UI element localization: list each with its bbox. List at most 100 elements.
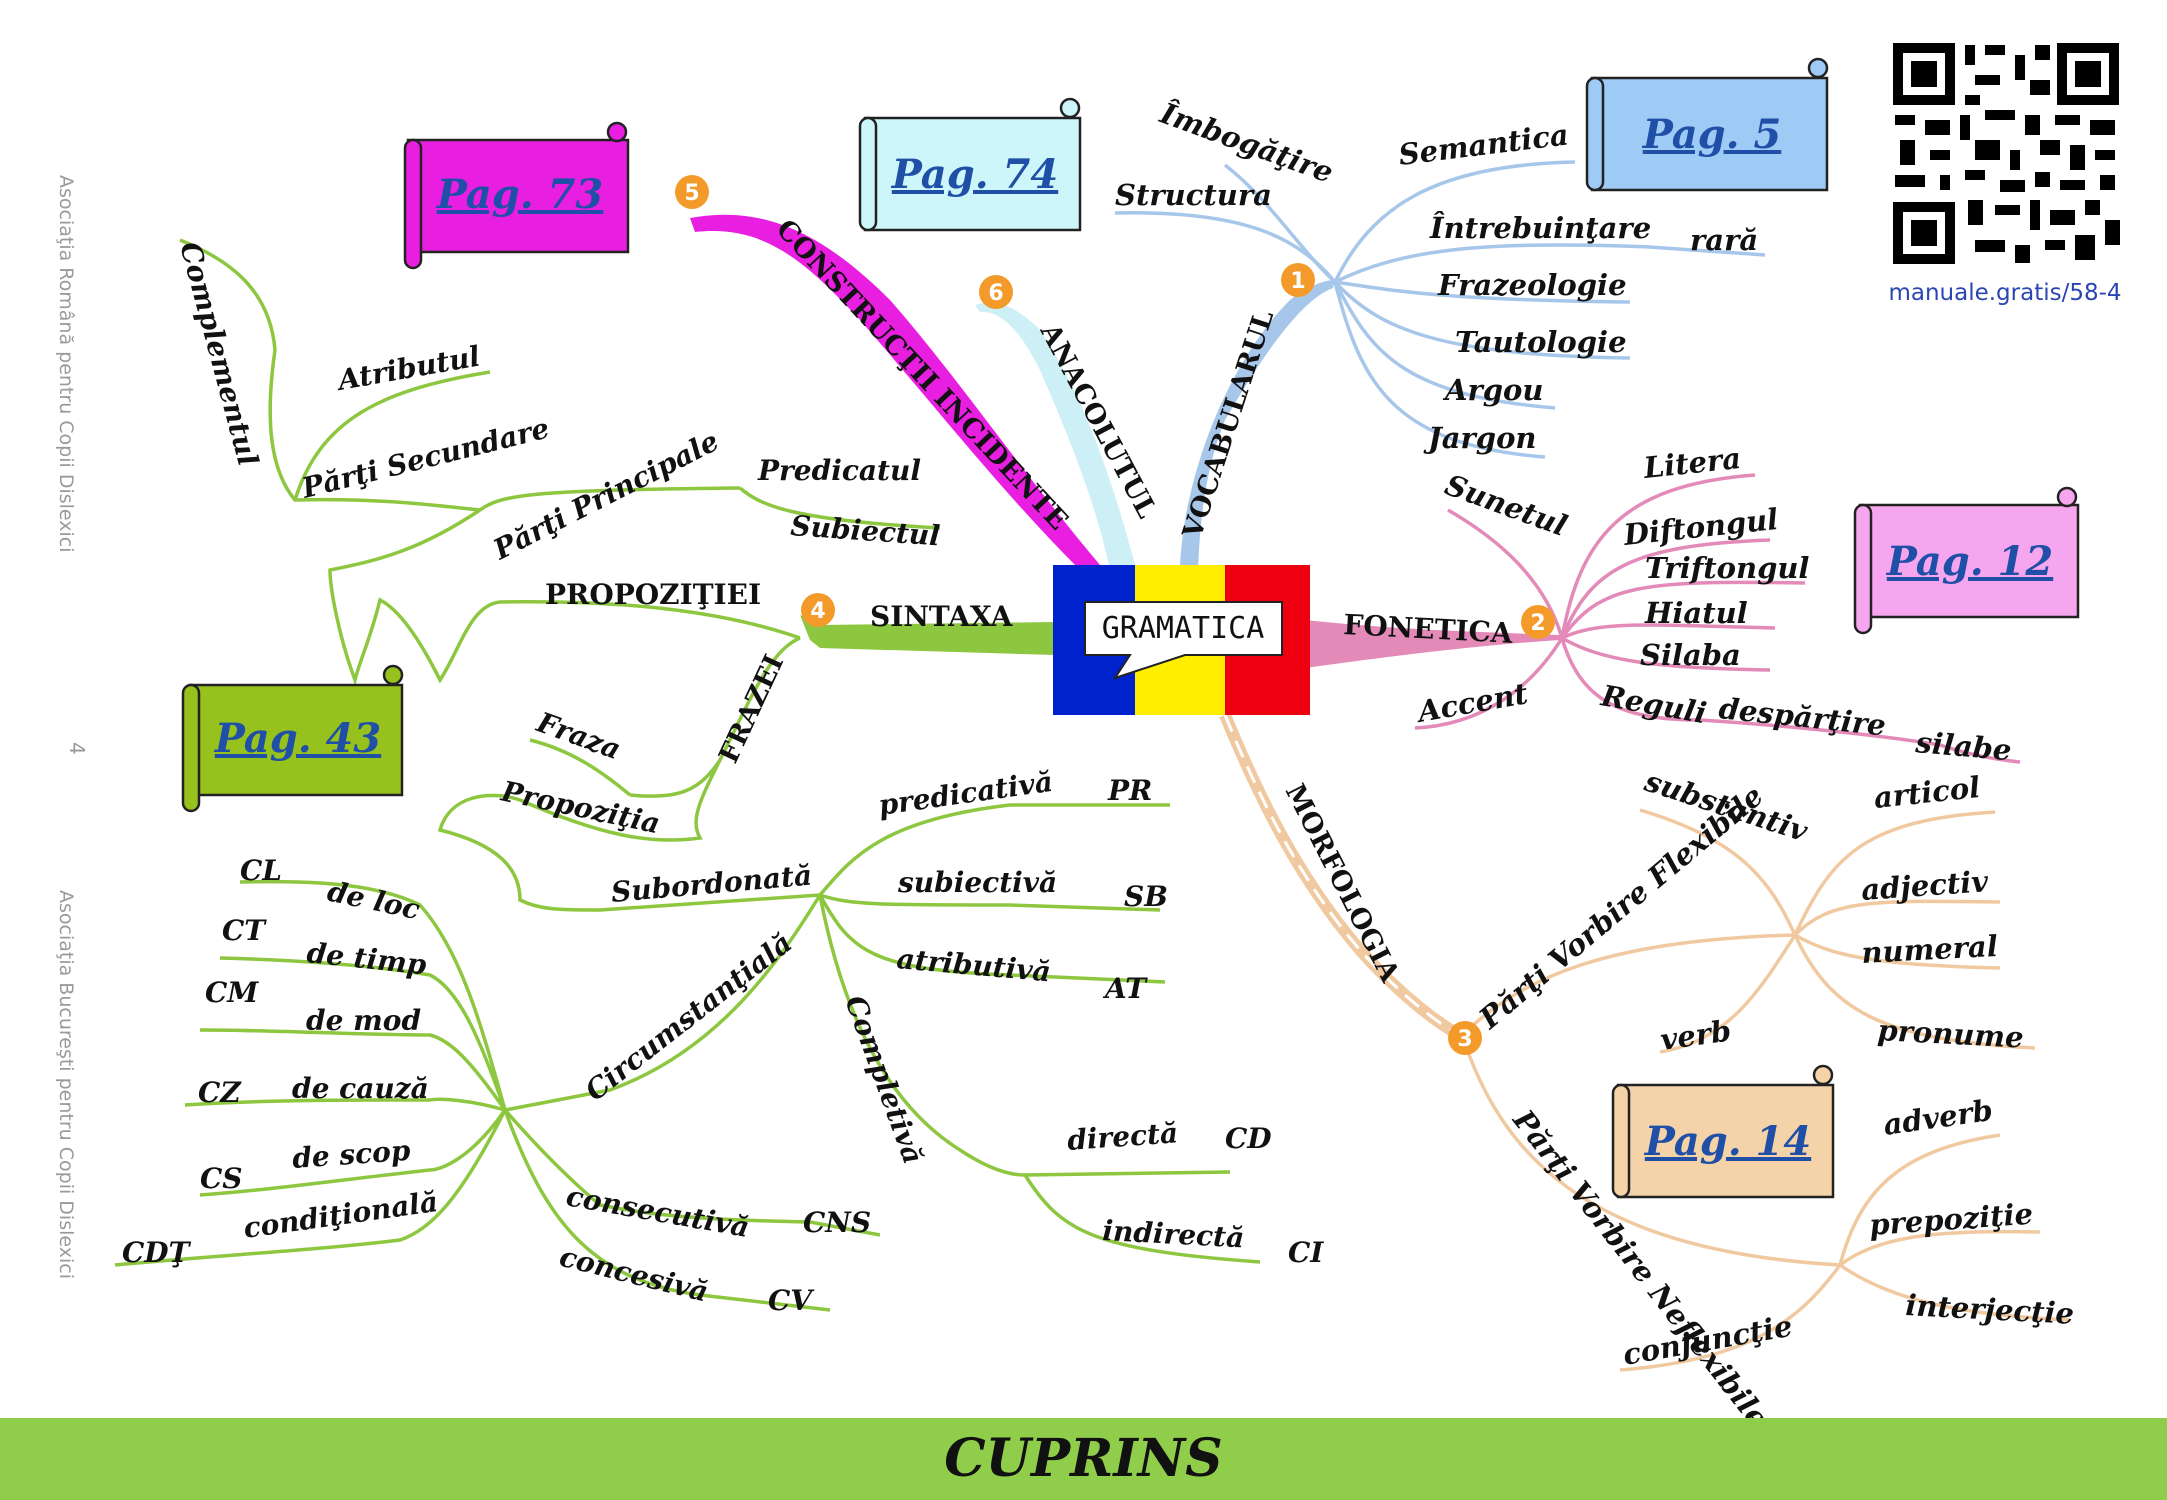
label-triftongul: Triftongul	[1645, 551, 1809, 585]
label-CDT: CDŢ	[122, 1236, 192, 1269]
label-propozitiei: PROPOZIŢIEI	[545, 578, 761, 611]
fonetica-branch	[1305, 620, 1560, 668]
label-de-scop: de scop	[291, 1134, 412, 1175]
label-de-timp: de timp	[305, 936, 428, 981]
morfologie-title: MORFOLOGIA	[1279, 779, 1406, 988]
label-indirecta: indirectă	[1102, 1214, 1245, 1254]
svg-text:3: 3	[1457, 1027, 1472, 1052]
label-frazeologie: Frazeologie	[1437, 268, 1627, 302]
label-subiectul: Subiectul	[790, 509, 942, 552]
label-tautologie: Tautologie	[1455, 325, 1627, 359]
label-CL: CL	[240, 854, 282, 887]
label-articol: articol	[1872, 770, 1981, 815]
label-parti-secundare: Părţi Secundare	[298, 411, 553, 505]
label-complementul: Complementul	[173, 238, 264, 469]
vocabular-lines	[1114, 160, 1766, 459]
pag-74-link[interactable]: Pag. 74	[891, 151, 1058, 198]
svg-text:2: 2	[1530, 611, 1545, 636]
label-rara: rară	[1690, 223, 1758, 257]
label-de-mod: de mod	[306, 1004, 421, 1037]
pag-43-link[interactable]: Pag. 43	[214, 715, 381, 762]
label-prepozitie: prepoziţie	[1868, 1197, 2034, 1242]
label-silaba: Silaba	[1640, 638, 1741, 672]
scroll-pag-73[interactable]: Pag. 73	[403, 121, 630, 270]
label-atributul: Atributul	[333, 339, 483, 397]
label-atributiva: atributivă	[895, 942, 1052, 988]
label-verb: verb	[1658, 1013, 1733, 1057]
pag-14-link[interactable]: Pag. 14	[1644, 1118, 1811, 1165]
label-CD: CD	[1225, 1122, 1272, 1155]
label-directa: directă	[1066, 1116, 1179, 1157]
center-label: GRAMATICA	[1102, 611, 1265, 646]
badge-6	[979, 275, 1013, 309]
qr-code[interactable]	[1890, 40, 2120, 265]
label-concesiva: concesivă	[556, 1240, 711, 1309]
label-structura: Structura	[1115, 178, 1272, 212]
badge-1	[1281, 263, 1315, 297]
label-de-cauza: de cauză	[292, 1072, 429, 1105]
badge-4	[801, 593, 835, 627]
label-reguli: Reguli	[1598, 678, 1709, 730]
page-number: 4	[65, 742, 89, 755]
label-CZ: CZ	[198, 1076, 242, 1109]
scroll-pag-14[interactable]: Pag. 14	[1611, 1064, 1835, 1199]
fonetica-lines	[1414, 473, 2021, 764]
label-circumstantiala: Circumstanţială	[579, 926, 798, 1107]
label-de-loc: de loc	[325, 875, 423, 927]
label-adverb: adverb	[1881, 1093, 1995, 1142]
scroll-pag-12[interactable]: Pag. 12	[1853, 486, 2080, 635]
label-parti-flexibile: Părţi Vorbire Flexibile	[1472, 778, 1770, 1036]
label-numeral: numeral	[1861, 929, 1999, 970]
label-pronume: pronume	[1877, 1013, 2025, 1055]
side-text-top: Asociaţia Română pentru Copii Dislexici	[55, 175, 77, 553]
badge-2	[1521, 605, 1555, 639]
qr-link[interactable]: manuale.gratis/58-4	[1888, 280, 2121, 306]
pag-12-link[interactable]: Pag. 12	[1886, 538, 2053, 585]
label-consecutiva: consecutivă	[564, 1179, 752, 1244]
incidente-branch	[690, 214, 1100, 570]
label-hiatul: Hiatul	[1644, 596, 1748, 630]
label-AT: AT	[1102, 972, 1148, 1005]
label-CV: CV	[768, 1284, 815, 1317]
label-CT: CT	[222, 914, 267, 947]
label-jargon: Jargon	[1423, 421, 1537, 455]
mind-map: Asociaţia Română pentru Copii Dislexici …	[55, 40, 2122, 1418]
scroll-pag-5[interactable]: Pag. 5	[1585, 57, 1829, 192]
scroll-pag-74[interactable]: Pag. 74	[858, 97, 1082, 232]
vocabular-title: VOCABULARUL	[1177, 307, 1280, 544]
pag-5-link[interactable]: Pag. 5	[1642, 111, 1782, 158]
label-interjectie: interjecţie	[1905, 1288, 2075, 1331]
label-propozitia: Propoziţia	[498, 774, 663, 840]
sintaxa-lines	[114, 238, 1261, 1312]
svg-text:1: 1	[1290, 269, 1305, 294]
svg-text:5: 5	[684, 181, 699, 206]
label-argou: Argou	[1442, 373, 1543, 407]
morfologie-lines	[1460, 808, 2071, 1372]
frazei-title: FRAZEI	[713, 650, 790, 768]
sintaxa-title: SINTAXA	[870, 600, 1014, 633]
label-sunetul: Sunetul	[1441, 468, 1572, 543]
label-subiectiva: subiectivă	[897, 866, 1057, 899]
center-node: GRAMATICA	[1053, 565, 1310, 715]
footer-bar: CUPRINS	[0, 1418, 2167, 1500]
incidente-title: CONSTRUCŢII INCIDENTE	[770, 214, 1074, 537]
label-CS: CS	[200, 1162, 243, 1195]
label-PR: PR	[1107, 774, 1152, 807]
label-silabe: silabe	[1913, 725, 2012, 767]
speech-bubble	[1084, 601, 1283, 680]
label-CM: CM	[205, 976, 259, 1009]
pag-73-link[interactable]: Pag. 73	[436, 171, 603, 218]
badge-5	[675, 175, 709, 209]
label-CNS: CNS	[803, 1206, 871, 1239]
label-imbogatire: Îmbogăţire	[1155, 95, 1338, 190]
svg-text:6: 6	[988, 281, 1003, 306]
sintaxa-branch	[800, 615, 1055, 655]
vocabular-branch	[1180, 280, 1335, 570]
label-completiva: Completivă	[838, 991, 929, 1168]
label-intrebuintare: Întrebuinţare	[1429, 210, 1651, 245]
label-CI: CI	[1288, 1236, 1324, 1269]
scroll-pag-43[interactable]: Pag. 43	[181, 664, 404, 813]
circ-labels: de loc CL de timp CT de mod CM de cauză …	[122, 854, 440, 1269]
svg-text:4: 4	[810, 599, 825, 624]
badge-3	[1448, 1021, 1482, 1055]
